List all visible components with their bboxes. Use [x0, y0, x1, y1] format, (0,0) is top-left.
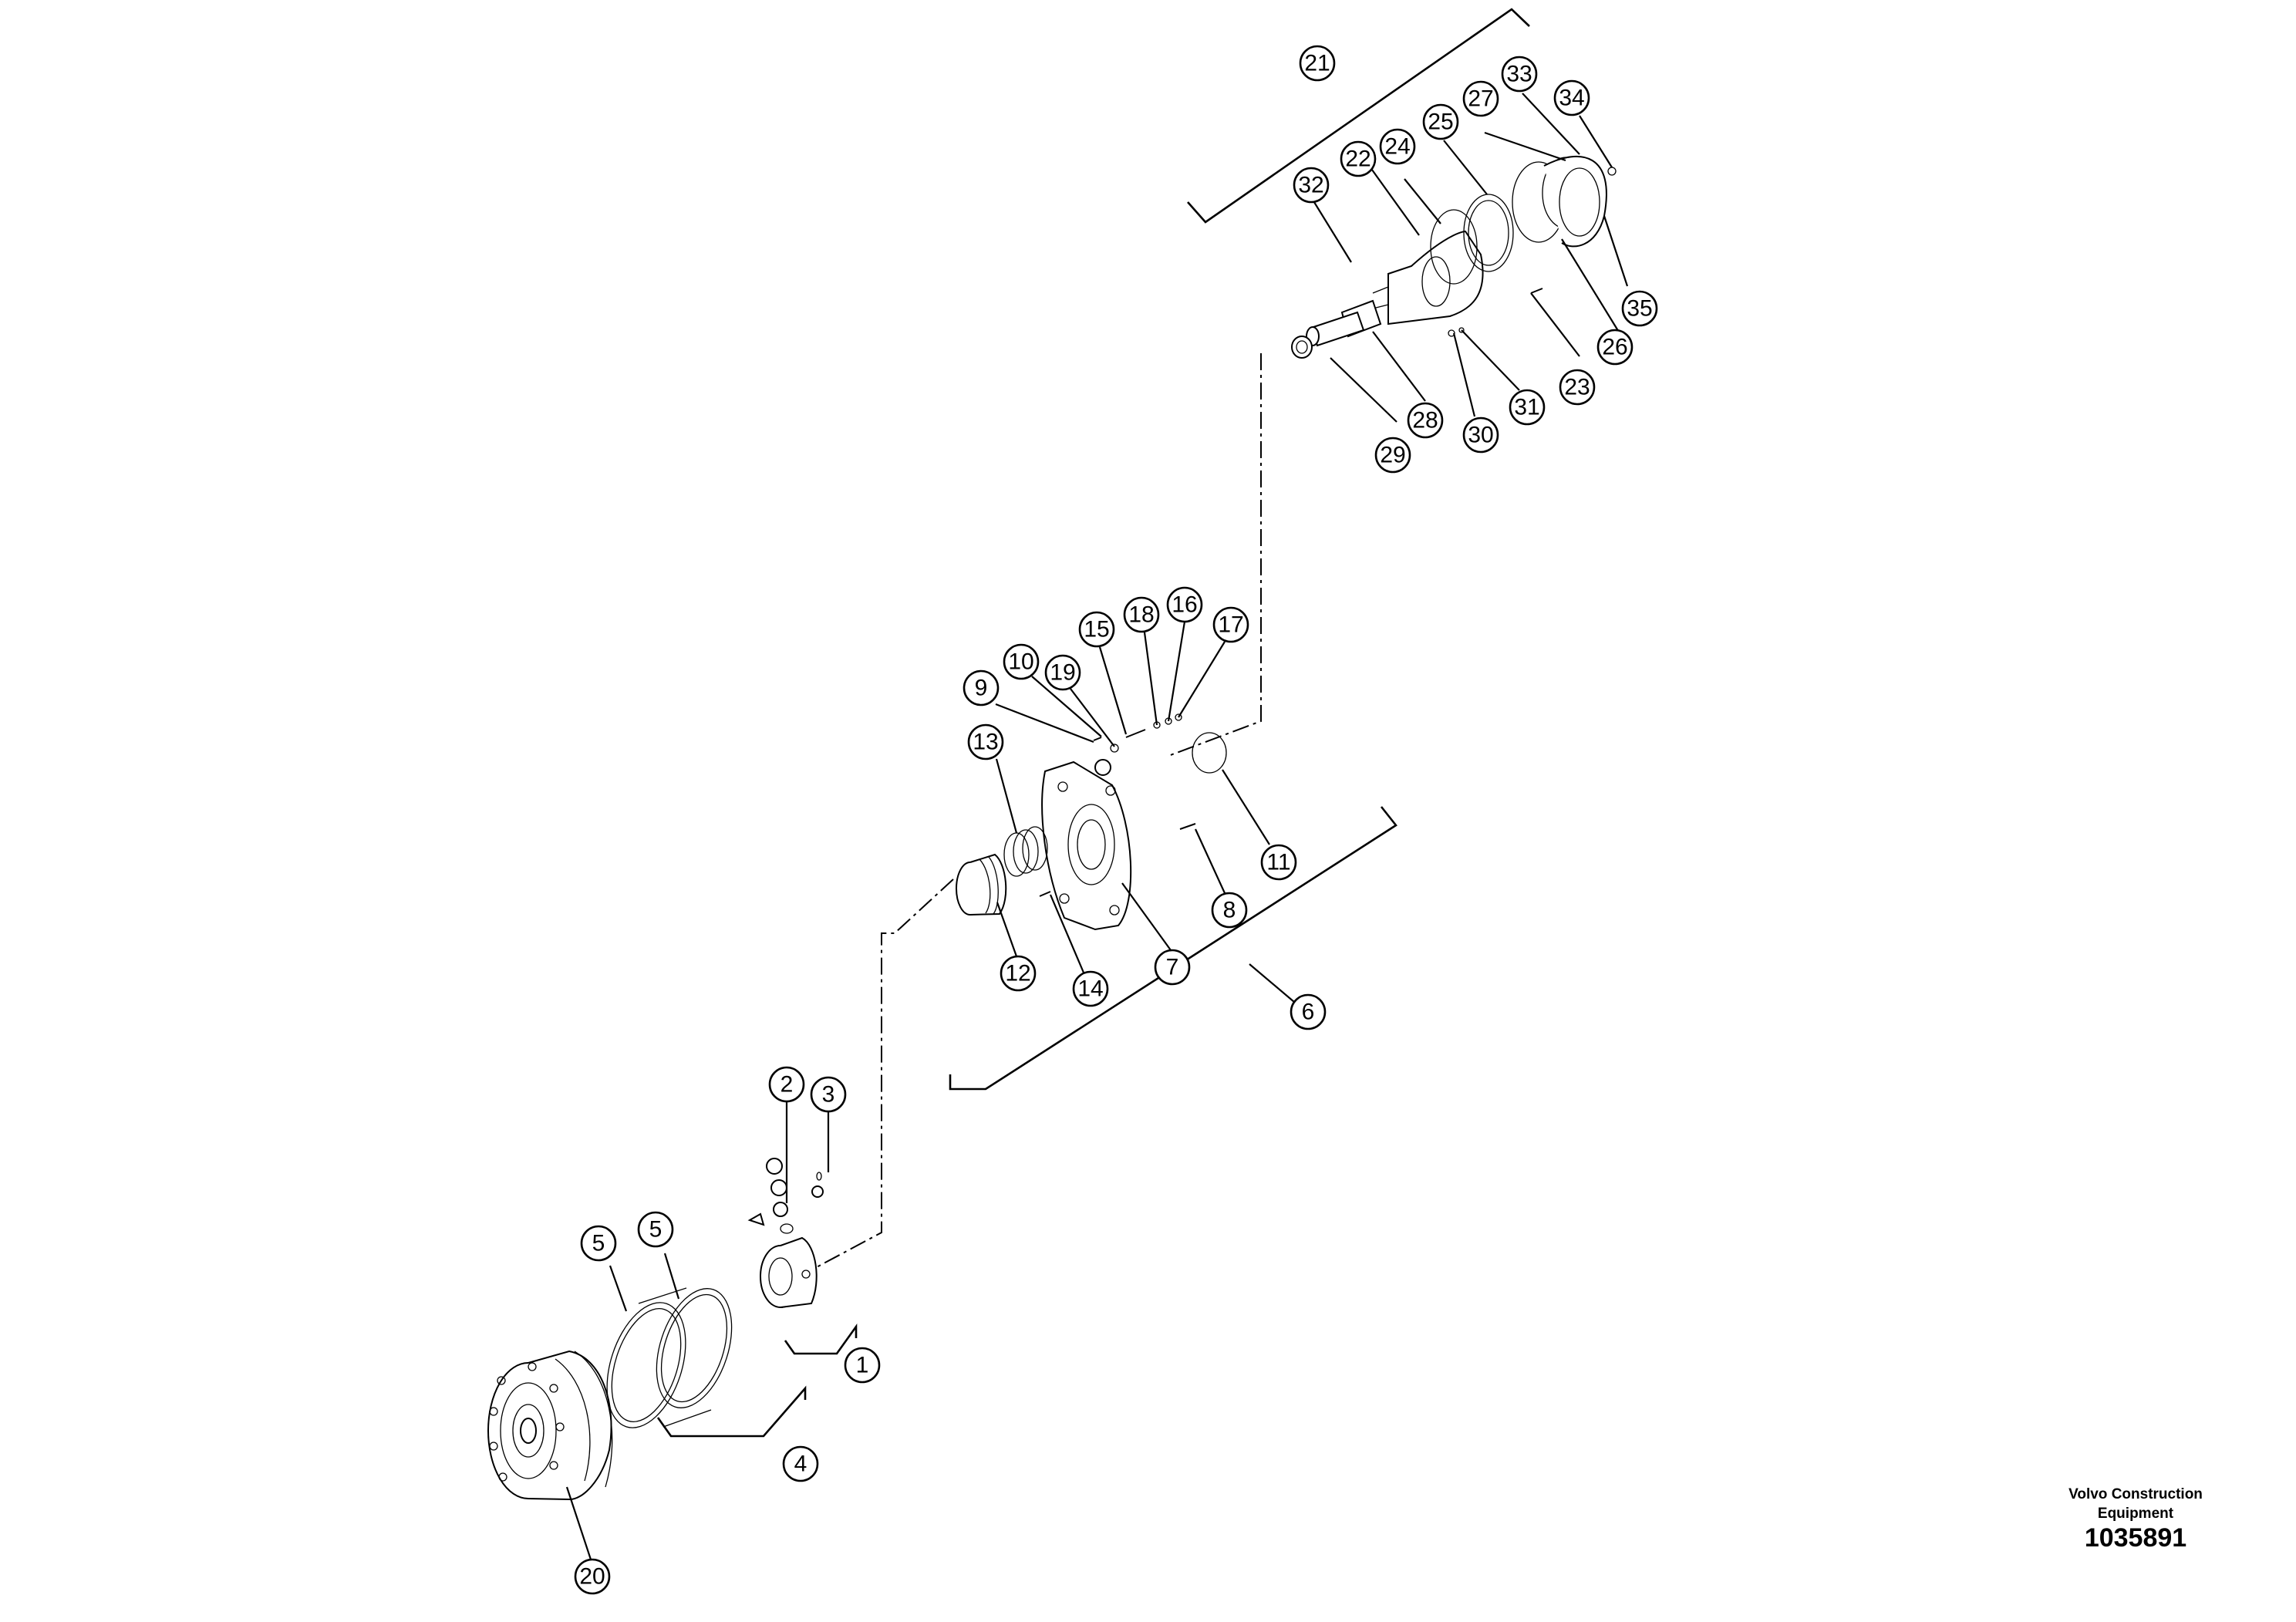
callout-1: 1 [844, 1347, 881, 1384]
svg-text:8: 8 [1223, 898, 1236, 923]
svg-text:29: 29 [1380, 443, 1405, 468]
callout-13: 13 [967, 723, 1004, 760]
assembly-axis [813, 353, 1262, 1270]
callout-24: 24 [1379, 128, 1416, 165]
part-7-motor-housing [1041, 759, 1132, 931]
svg-text:32: 32 [1298, 173, 1323, 198]
svg-text:11: 11 [1266, 850, 1290, 875]
manufacturer-label: Volvo Construction Equipment [2043, 1485, 2228, 1523]
svg-text:10: 10 [1008, 649, 1033, 675]
callout-9: 9 [963, 669, 1000, 706]
parts-24-25-plates [1430, 194, 1514, 285]
callout-30: 30 [1462, 416, 1499, 454]
svg-text:2: 2 [781, 1072, 794, 1098]
manufacturer-line-1: Volvo Construction [2068, 1486, 2203, 1502]
svg-text:13: 13 [973, 730, 998, 755]
callout-3: 3 [810, 1076, 847, 1113]
callout-23: 23 [1559, 369, 1596, 406]
callout-4: 4 [782, 1445, 819, 1482]
svg-text:16: 16 [1172, 592, 1197, 618]
small-fasteners-group-21 [1448, 167, 1617, 337]
svg-text:1: 1 [856, 1353, 869, 1378]
callout-6: 6 [1290, 993, 1327, 1030]
svg-text:30: 30 [1468, 423, 1493, 448]
callout-32: 32 [1293, 167, 1330, 204]
manufacturer-line-2: Equipment [2097, 1506, 2174, 1522]
parts-2-3-plugs [747, 1158, 824, 1234]
callout-28: 28 [1407, 402, 1444, 439]
part-5-seal-rings [606, 1287, 733, 1428]
svg-text:19: 19 [1050, 660, 1075, 686]
callout-19: 19 [1044, 654, 1081, 691]
part-11-o-ring [1192, 732, 1227, 774]
svg-text:28: 28 [1412, 408, 1438, 433]
bracket-group-6 [949, 806, 1397, 1091]
part-20-hub-housing [487, 1350, 613, 1501]
callout-35: 35 [1621, 290, 1658, 327]
callout-balloons: 1 2 3 4 5 5 6 7 8 9 10 11 12 13 14 15 16… [574, 45, 1658, 1595]
callout-29: 29 [1374, 437, 1411, 474]
callout-5-a: 5 [580, 1225, 617, 1262]
callout-33: 33 [1501, 56, 1538, 93]
svg-text:9: 9 [975, 676, 988, 701]
svg-text:5: 5 [592, 1231, 605, 1256]
svg-text:34: 34 [1559, 86, 1584, 111]
callout-21: 21 [1299, 45, 1336, 82]
group-brackets [656, 8, 1530, 1438]
callout-15: 15 [1078, 611, 1115, 648]
callout-7: 7 [1154, 949, 1191, 986]
bracket-group-21 [1187, 8, 1530, 224]
svg-text:4: 4 [794, 1452, 807, 1477]
callout-17: 17 [1212, 606, 1249, 643]
illustration-number: 1035891 [2084, 1523, 2187, 1553]
callout-27: 27 [1462, 80, 1499, 117]
callout-12: 12 [1000, 955, 1037, 992]
svg-text:27: 27 [1468, 86, 1493, 112]
callout-2: 2 [768, 1066, 805, 1103]
svg-text:17: 17 [1218, 612, 1243, 638]
part-13-spring-rings [1003, 826, 1048, 877]
svg-text:12: 12 [1005, 961, 1030, 986]
svg-text:14: 14 [1077, 976, 1103, 1002]
svg-text:26: 26 [1602, 335, 1627, 360]
bracket-group-4 [656, 1385, 807, 1438]
parts-26-27-33-seals [1512, 155, 1607, 248]
svg-text:3: 3 [822, 1082, 835, 1108]
part-22-cylinder-block [1340, 230, 1484, 338]
svg-text:33: 33 [1506, 62, 1532, 87]
svg-text:21: 21 [1304, 51, 1330, 76]
svg-text:35: 35 [1627, 296, 1652, 322]
svg-text:23: 23 [1564, 375, 1590, 400]
part-28-shaft [1306, 311, 1365, 347]
callout-10: 10 [1003, 643, 1040, 680]
callout-26: 26 [1596, 329, 1633, 366]
leader-lines [565, 93, 1629, 1560]
bracket-group-1 [784, 1323, 858, 1355]
svg-text:20: 20 [579, 1564, 605, 1590]
svg-text:5: 5 [649, 1217, 663, 1243]
part-12-drive-shaft-coupling [956, 853, 1007, 916]
callout-25: 25 [1422, 103, 1459, 140]
svg-text:6: 6 [1302, 1000, 1315, 1025]
callout-5-b: 5 [637, 1211, 674, 1248]
svg-text:24: 24 [1384, 134, 1410, 160]
svg-text:22: 22 [1345, 147, 1371, 172]
svg-text:7: 7 [1166, 955, 1179, 980]
part-29-bearing-ring [1291, 336, 1313, 359]
callout-8: 8 [1211, 892, 1248, 929]
callout-31: 31 [1509, 389, 1546, 426]
svg-text:15: 15 [1084, 617, 1109, 642]
svg-text:25: 25 [1428, 110, 1453, 135]
callout-16: 16 [1166, 586, 1203, 623]
callout-34: 34 [1553, 79, 1590, 116]
callout-20: 20 [574, 1558, 611, 1595]
callout-18: 18 [1123, 596, 1160, 633]
callout-22: 22 [1340, 140, 1377, 177]
callout-14: 14 [1072, 970, 1109, 1007]
svg-text:18: 18 [1128, 602, 1154, 628]
part-1-bearing-carrier [760, 1236, 818, 1308]
callout-11: 11 [1260, 844, 1297, 881]
svg-text:31: 31 [1514, 395, 1539, 420]
